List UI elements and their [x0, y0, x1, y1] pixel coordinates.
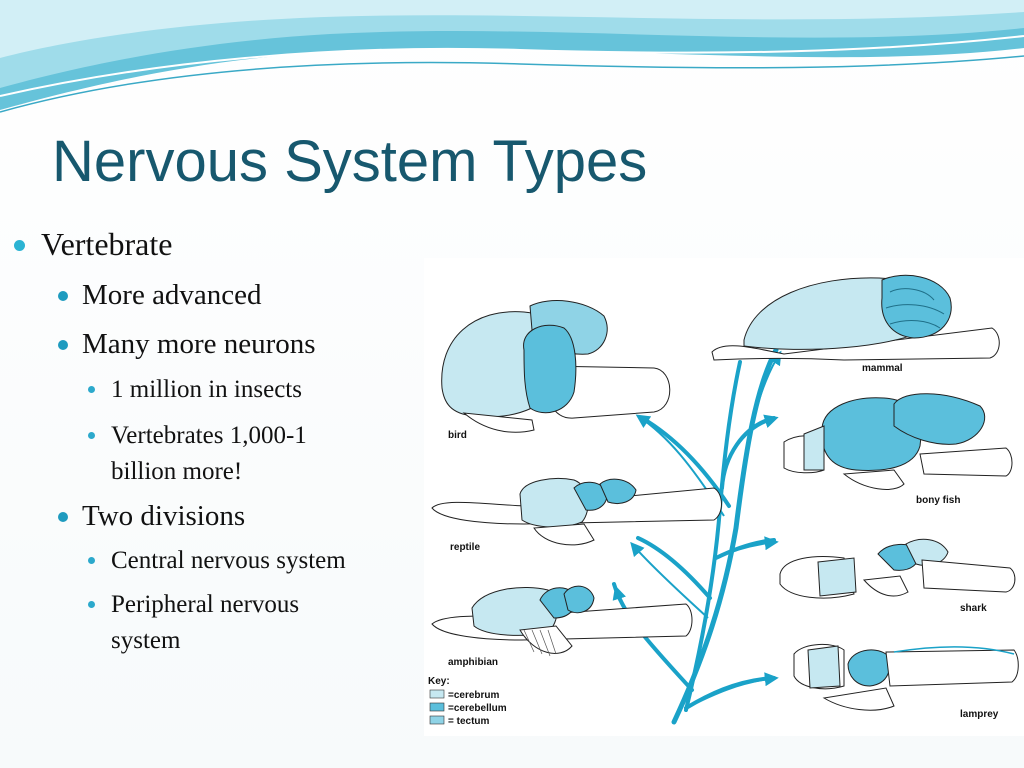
bullet-dot-icon: [88, 601, 95, 608]
bullet-text-line: Peripheral nervous: [111, 591, 300, 618]
lamprey-brain-illustration: [793, 644, 1019, 711]
bullet-dot-icon: [58, 291, 68, 301]
bullet-two-divisions: Two divisions: [58, 500, 245, 533]
key-title: Key:: [428, 676, 450, 687]
bullet-more-advanced: More advanced: [58, 279, 262, 312]
bullet-text: Two divisions: [82, 500, 246, 532]
bullet-text-line: Vertebrates 1,000-1: [111, 422, 307, 449]
bullet-many-more-neurons: Many more neurons: [58, 328, 316, 361]
bullet-dot-icon: [88, 386, 95, 393]
bullet-dot-icon: [88, 432, 95, 439]
bird-brain-illustration: [441, 300, 671, 433]
bullet-text-block: Vertebrates 1,000-1 billion more!: [111, 418, 307, 490]
reptile-brain-illustration: [431, 478, 722, 546]
label-shark: shark: [960, 603, 987, 614]
bullet-text-line: billion more!: [111, 458, 243, 485]
header-wave-decoration: [0, 0, 1024, 113]
label-reptile: reptile: [450, 542, 480, 553]
legend-key: Key: =cerebrum =cerebellum = tectum: [428, 676, 507, 727]
bullet-text-line: system: [111, 627, 181, 654]
brain-evolution-figure: mammal bird bony fish reptil: [424, 258, 1024, 736]
label-mammal: mammal: [862, 363, 903, 374]
bullet-vertebrates-count: Vertebrates 1,000-1 billion more!: [88, 418, 307, 490]
bullet-peripheral: Peripheral nervous system: [88, 587, 299, 659]
bullet-vertebrate: Vertebrate: [14, 226, 172, 263]
bullet-insects: 1 million in insects: [88, 372, 302, 408]
key-cerebellum: =cerebellum: [448, 703, 507, 714]
label-amphibian: amphibian: [448, 657, 498, 668]
bullet-dot-icon: [58, 340, 68, 350]
bullet-text: Central nervous system: [111, 547, 346, 574]
shark-brain-illustration: [779, 538, 1016, 599]
bullet-text: Many more neurons: [82, 328, 316, 360]
bullet-dot-icon: [58, 512, 68, 522]
label-lamprey: lamprey: [960, 709, 999, 720]
label-bony-fish: bony fish: [916, 495, 960, 506]
key-swatch-cerebrum: [429, 689, 445, 699]
slide-title: Nervous System Types: [52, 129, 648, 194]
bullet-text: Vertebrate: [41, 226, 173, 262]
bullet-dot-icon: [88, 557, 95, 564]
key-cerebrum: =cerebrum: [448, 690, 500, 701]
bony-fish-brain-illustration: [783, 393, 1013, 490]
key-swatch-tectum: [429, 715, 445, 725]
key-swatch-cerebellum: [429, 702, 445, 712]
amphibian-brain-illustration: [431, 585, 693, 657]
bullet-dot-icon: [14, 240, 25, 251]
bullet-text: More advanced: [82, 279, 262, 311]
key-tectum: = tectum: [448, 716, 490, 727]
bullet-text-block: Peripheral nervous system: [111, 587, 299, 659]
bullet-text: 1 million in insects: [111, 376, 302, 403]
bullet-central: Central nervous system: [88, 543, 346, 579]
mammal-brain-illustration: [711, 274, 1000, 361]
label-bird: bird: [448, 430, 467, 441]
